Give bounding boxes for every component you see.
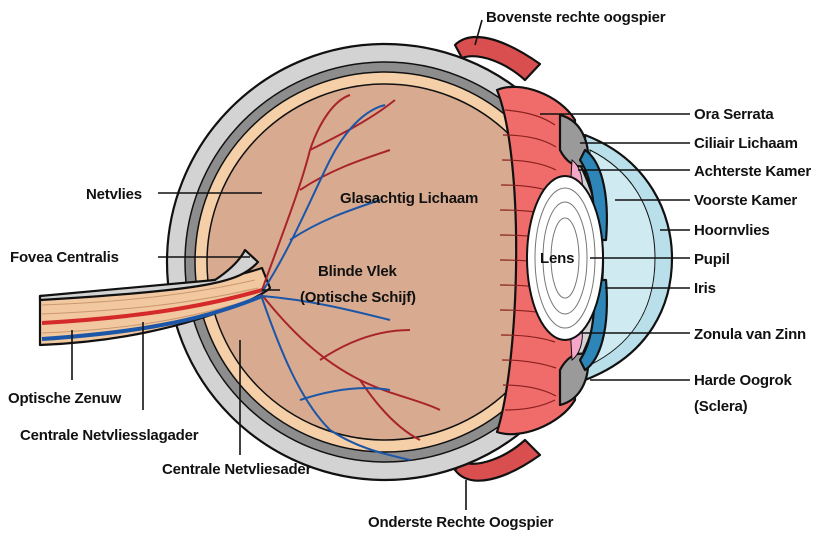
- label-zonula: Zonula van Zinn: [694, 326, 806, 343]
- label-central-artery: Centrale Netvliesslagader: [20, 427, 199, 444]
- label-cornea: Hoornvlies: [694, 222, 770, 239]
- label-central-vein: Centrale Netvliesader: [162, 461, 312, 478]
- label-iris: Iris: [694, 280, 716, 297]
- label-posterior-chamber: Achterste Kamer: [694, 163, 811, 180]
- label-blind-spot-line1: Blinde Vlek: [318, 263, 398, 280]
- label-sclera-line2: (Sclera): [694, 398, 748, 415]
- label-vitreous: Glasachtig Lichaam: [340, 190, 478, 207]
- label-fovea: Fovea Centralis: [10, 249, 119, 266]
- label-lens: Lens: [540, 250, 574, 267]
- label-retina: Netvlies: [86, 186, 142, 203]
- label-optic-nerve: Optische Zenuw: [8, 390, 122, 407]
- label-sclera-line1: Harde Oogrok: [694, 372, 792, 389]
- label-ora-serrata: Ora Serrata: [694, 106, 774, 123]
- label-anterior-chamber: Voorste Kamer: [694, 192, 797, 209]
- label-pupil: Pupil: [694, 251, 730, 268]
- label-superior-rectus: Bovenste rechte oogspier: [486, 9, 666, 26]
- label-ciliary-body: Ciliair Lichaam: [694, 135, 798, 152]
- label-blind-spot-line2: (Optische Schijf): [300, 289, 416, 306]
- label-inferior-rectus: Onderste Rechte Oogspier: [368, 514, 554, 531]
